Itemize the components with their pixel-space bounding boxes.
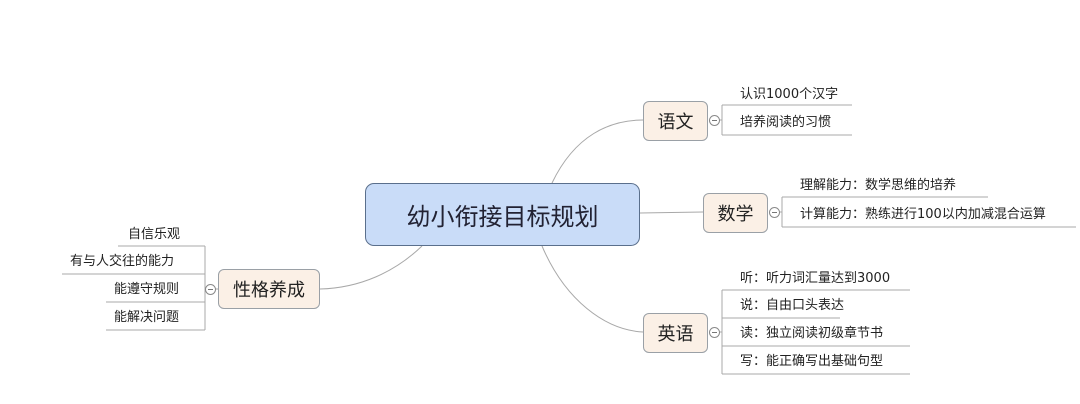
leaf-chinese-2[interactable]: 培养阅读的习惯 <box>740 115 832 130</box>
central-topic-label: 幼小衔接目标规划 <box>406 203 599 231</box>
leaf-math-1[interactable]: 理解能力：数学思维的培养 <box>800 178 957 193</box>
leaf-character-3[interactable]: 能遵守规则 <box>114 282 180 297</box>
topic-character[interactable]: 性格养成 <box>218 269 320 309</box>
leaf-chinese-1[interactable]: 认识1000个汉字 <box>740 87 839 102</box>
leaf-english-3[interactable]: 读：独立阅读初级章节书 <box>740 326 884 341</box>
topic-math-label: 数学 <box>717 204 754 225</box>
topic-english[interactable]: 英语 <box>643 313 708 353</box>
topic-character-label: 性格养成 <box>233 280 305 301</box>
collapse-toggle-math[interactable] <box>769 207 780 218</box>
topic-chinese-label: 语文 <box>657 112 694 133</box>
collapse-toggle-english[interactable] <box>709 327 720 338</box>
leaf-character-1[interactable]: 自信乐观 <box>128 227 181 242</box>
leaf-character-2[interactable]: 有与人交往的能力 <box>70 254 175 269</box>
central-topic[interactable]: 幼小衔接目标规划 <box>365 183 640 246</box>
leaf-english-4[interactable]: 写：能正确写出基础句型 <box>740 354 884 369</box>
connector-central-character <box>319 245 423 290</box>
leaf-character-4[interactable]: 能解决问题 <box>114 310 180 325</box>
leaf-math-2[interactable]: 计算能力：熟练进行100以内加减混合运算 <box>800 207 1046 222</box>
leaf-english-2[interactable]: 说：自由口头表达 <box>740 298 845 313</box>
topic-chinese[interactable]: 语文 <box>643 101 708 141</box>
connector-central-chinese <box>551 119 644 184</box>
topic-math[interactable]: 数学 <box>703 193 768 233</box>
leaf-english-1[interactable]: 听：听力词汇量达到3000 <box>740 271 891 286</box>
topic-english-label: 英语 <box>657 324 694 345</box>
connector-central-english <box>541 245 644 333</box>
collapse-toggle-chinese[interactable] <box>709 115 720 126</box>
connector-central-math <box>639 211 704 214</box>
collapse-toggle-character[interactable] <box>205 284 216 295</box>
